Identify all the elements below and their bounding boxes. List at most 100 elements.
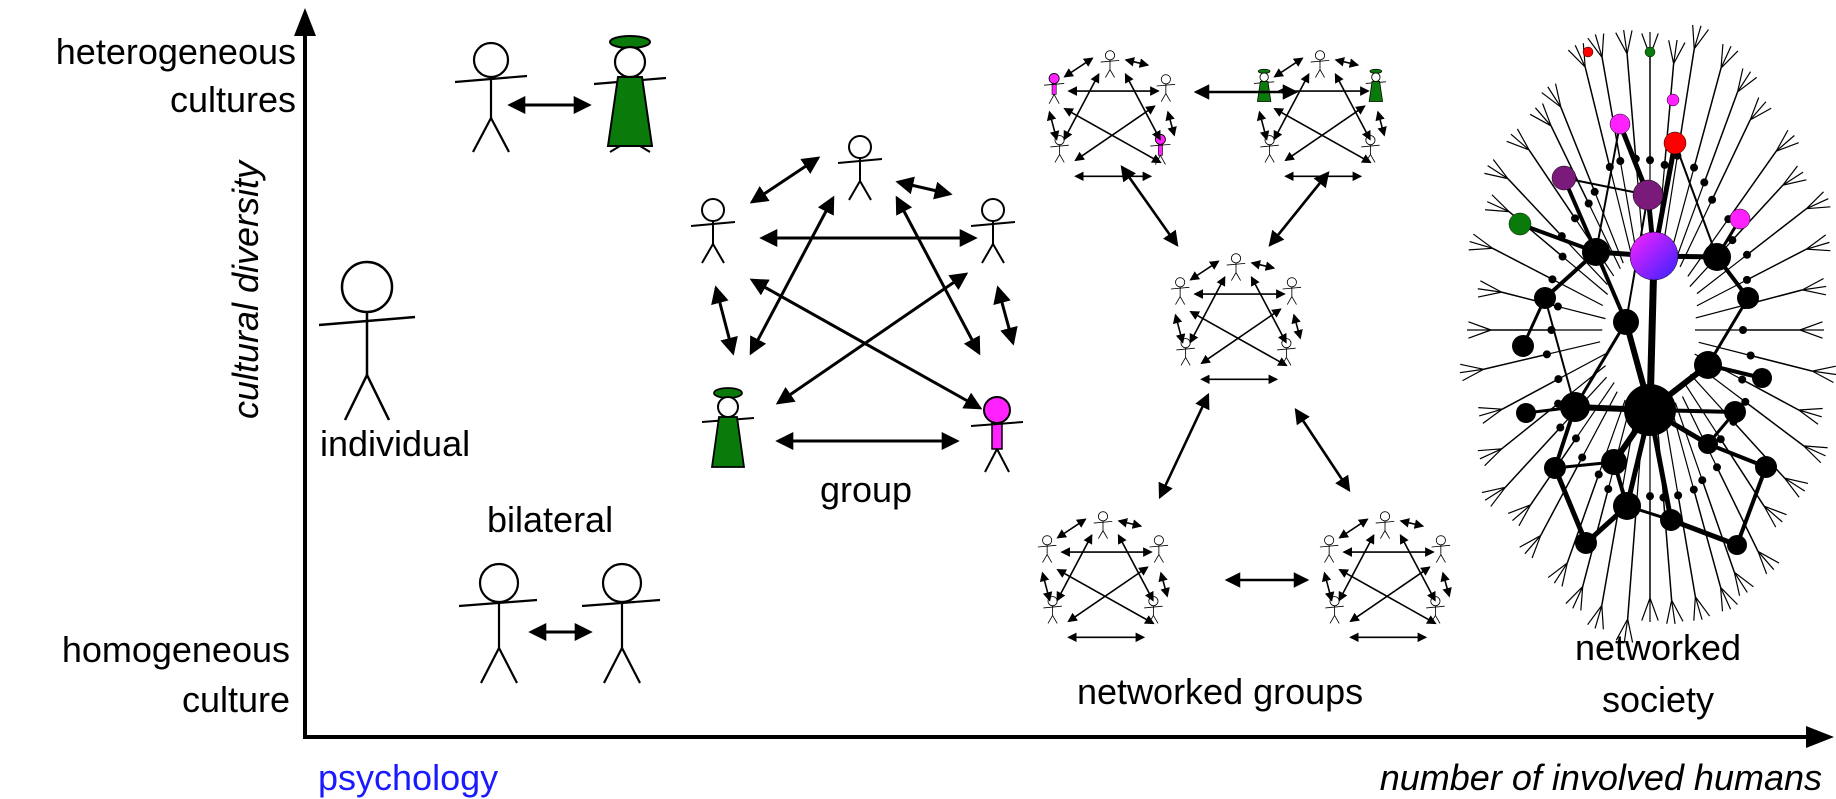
- stick-figure-icon: [970, 198, 1016, 264]
- mini-group: [1037, 511, 1170, 643]
- network-edge: [1572, 586, 1584, 609]
- stick-figure-icon: [1156, 74, 1176, 102]
- stick-figure-icon: [1325, 596, 1344, 624]
- network-edge: [1554, 83, 1562, 108]
- network-edge: [1506, 140, 1530, 151]
- double-arrow-icon: [1440, 571, 1452, 598]
- network-node: [1644, 46, 1656, 58]
- network-edge: [1477, 288, 1502, 293]
- network-edge: [1615, 32, 1628, 55]
- network-edge: [1550, 125, 1590, 204]
- network-node: [1556, 423, 1565, 432]
- network-edge: [1696, 279, 1748, 307]
- mini-group: [1319, 511, 1452, 643]
- network-edge: [1757, 551, 1775, 570]
- network-node: [1534, 287, 1556, 309]
- network-edge: [1484, 448, 1503, 467]
- network-edge: [1478, 407, 1503, 410]
- network-edge: [1784, 477, 1809, 484]
- network-edge: [1763, 505, 1787, 516]
- network-edge: [1784, 477, 1800, 498]
- network-edge: [1720, 438, 1765, 507]
- stick-figure-icon: [1093, 511, 1113, 539]
- network-edge: [1679, 199, 1713, 268]
- network-edge: [1703, 91, 1739, 183]
- network-edge: [1694, 596, 1703, 620]
- network-edge: [1733, 572, 1741, 596]
- mini-group: [1254, 50, 1387, 182]
- network-edge: [1518, 504, 1532, 527]
- double-arrow-icon: [1349, 566, 1431, 623]
- network-edge: [1468, 329, 1492, 339]
- bilateral-homogeneous: [458, 562, 661, 684]
- stick-figure-icon: [690, 198, 736, 264]
- double-arrow-icon: [895, 176, 953, 200]
- network-edge: [1469, 240, 1493, 249]
- network-edge: [1481, 486, 1506, 494]
- label-networked-groups: networked groups: [1077, 671, 1363, 712]
- network-edge: [1662, 155, 1679, 246]
- network-edge: [1507, 504, 1531, 514]
- network-node: [1698, 434, 1718, 454]
- y-top-label-line1: heterogeneous: [56, 31, 296, 72]
- network-edge: [1587, 37, 1603, 58]
- network-node: [1516, 403, 1536, 423]
- stick-figure-icon: [458, 562, 538, 684]
- stick-figure-icon: [1176, 338, 1195, 366]
- network-edge: [1782, 165, 1798, 186]
- network-node: [1582, 238, 1610, 266]
- network-node: [1660, 160, 1669, 169]
- network-node: [1666, 93, 1680, 107]
- network-edge: [1673, 39, 1678, 64]
- network-edge: [1510, 133, 1530, 151]
- network-edge: [1750, 354, 1813, 372]
- network-edge: [1671, 600, 1676, 625]
- network-edge: [1733, 571, 1754, 588]
- stick-figure-icon: [1226, 253, 1246, 281]
- group-cluster: [690, 135, 1024, 473]
- double-arrow-icon: [749, 156, 821, 204]
- network-node: [1660, 509, 1682, 531]
- network-edge: [1626, 509, 1637, 620]
- network-node: [1554, 375, 1563, 384]
- network-edge: [1736, 68, 1744, 93]
- network-edge: [1775, 129, 1789, 152]
- hat-figure-icon: [593, 35, 667, 153]
- network-edge: [1601, 57, 1622, 162]
- double-arrow-icon: [1120, 165, 1179, 247]
- network-node: [1582, 46, 1594, 58]
- network-edge: [1720, 587, 1738, 605]
- network-node: [1708, 195, 1717, 204]
- network-node: [1646, 492, 1654, 501]
- network-edge: [1693, 25, 1702, 50]
- network-edge: [1649, 597, 1659, 621]
- network-edge: [1675, 182, 1705, 259]
- network-edge: [1798, 409, 1819, 425]
- network-edge: [1696, 254, 1748, 295]
- network-node: [1560, 392, 1590, 422]
- network-node: [1742, 275, 1751, 284]
- double-arrow-icon: [1039, 571, 1053, 602]
- label-individual: individual: [320, 423, 470, 464]
- network-node: [1755, 456, 1777, 478]
- network-edge: [1504, 427, 1561, 488]
- double-arrow-icon: [1067, 566, 1149, 623]
- network-edge: [1542, 103, 1552, 127]
- network-edge: [1512, 504, 1531, 522]
- double-arrow-icon: [1056, 533, 1093, 602]
- bilateral-heterogeneous: [454, 35, 667, 153]
- network-node: [1613, 492, 1641, 520]
- network-node: [1604, 485, 1613, 494]
- network-edge: [1552, 467, 1589, 544]
- network-edge: [1562, 256, 1609, 295]
- double-arrow-icon: [895, 195, 981, 356]
- double-arrow-icon: [1063, 57, 1094, 78]
- network-edge: [1701, 479, 1736, 573]
- y-top-label-line2: cultures: [170, 79, 296, 120]
- network-edge: [1487, 165, 1509, 180]
- double-arrow-icon: [1117, 518, 1143, 529]
- double-arrow-icon: [1189, 260, 1220, 281]
- double-arrow-icon: [1375, 110, 1387, 137]
- network-node: [1724, 401, 1746, 423]
